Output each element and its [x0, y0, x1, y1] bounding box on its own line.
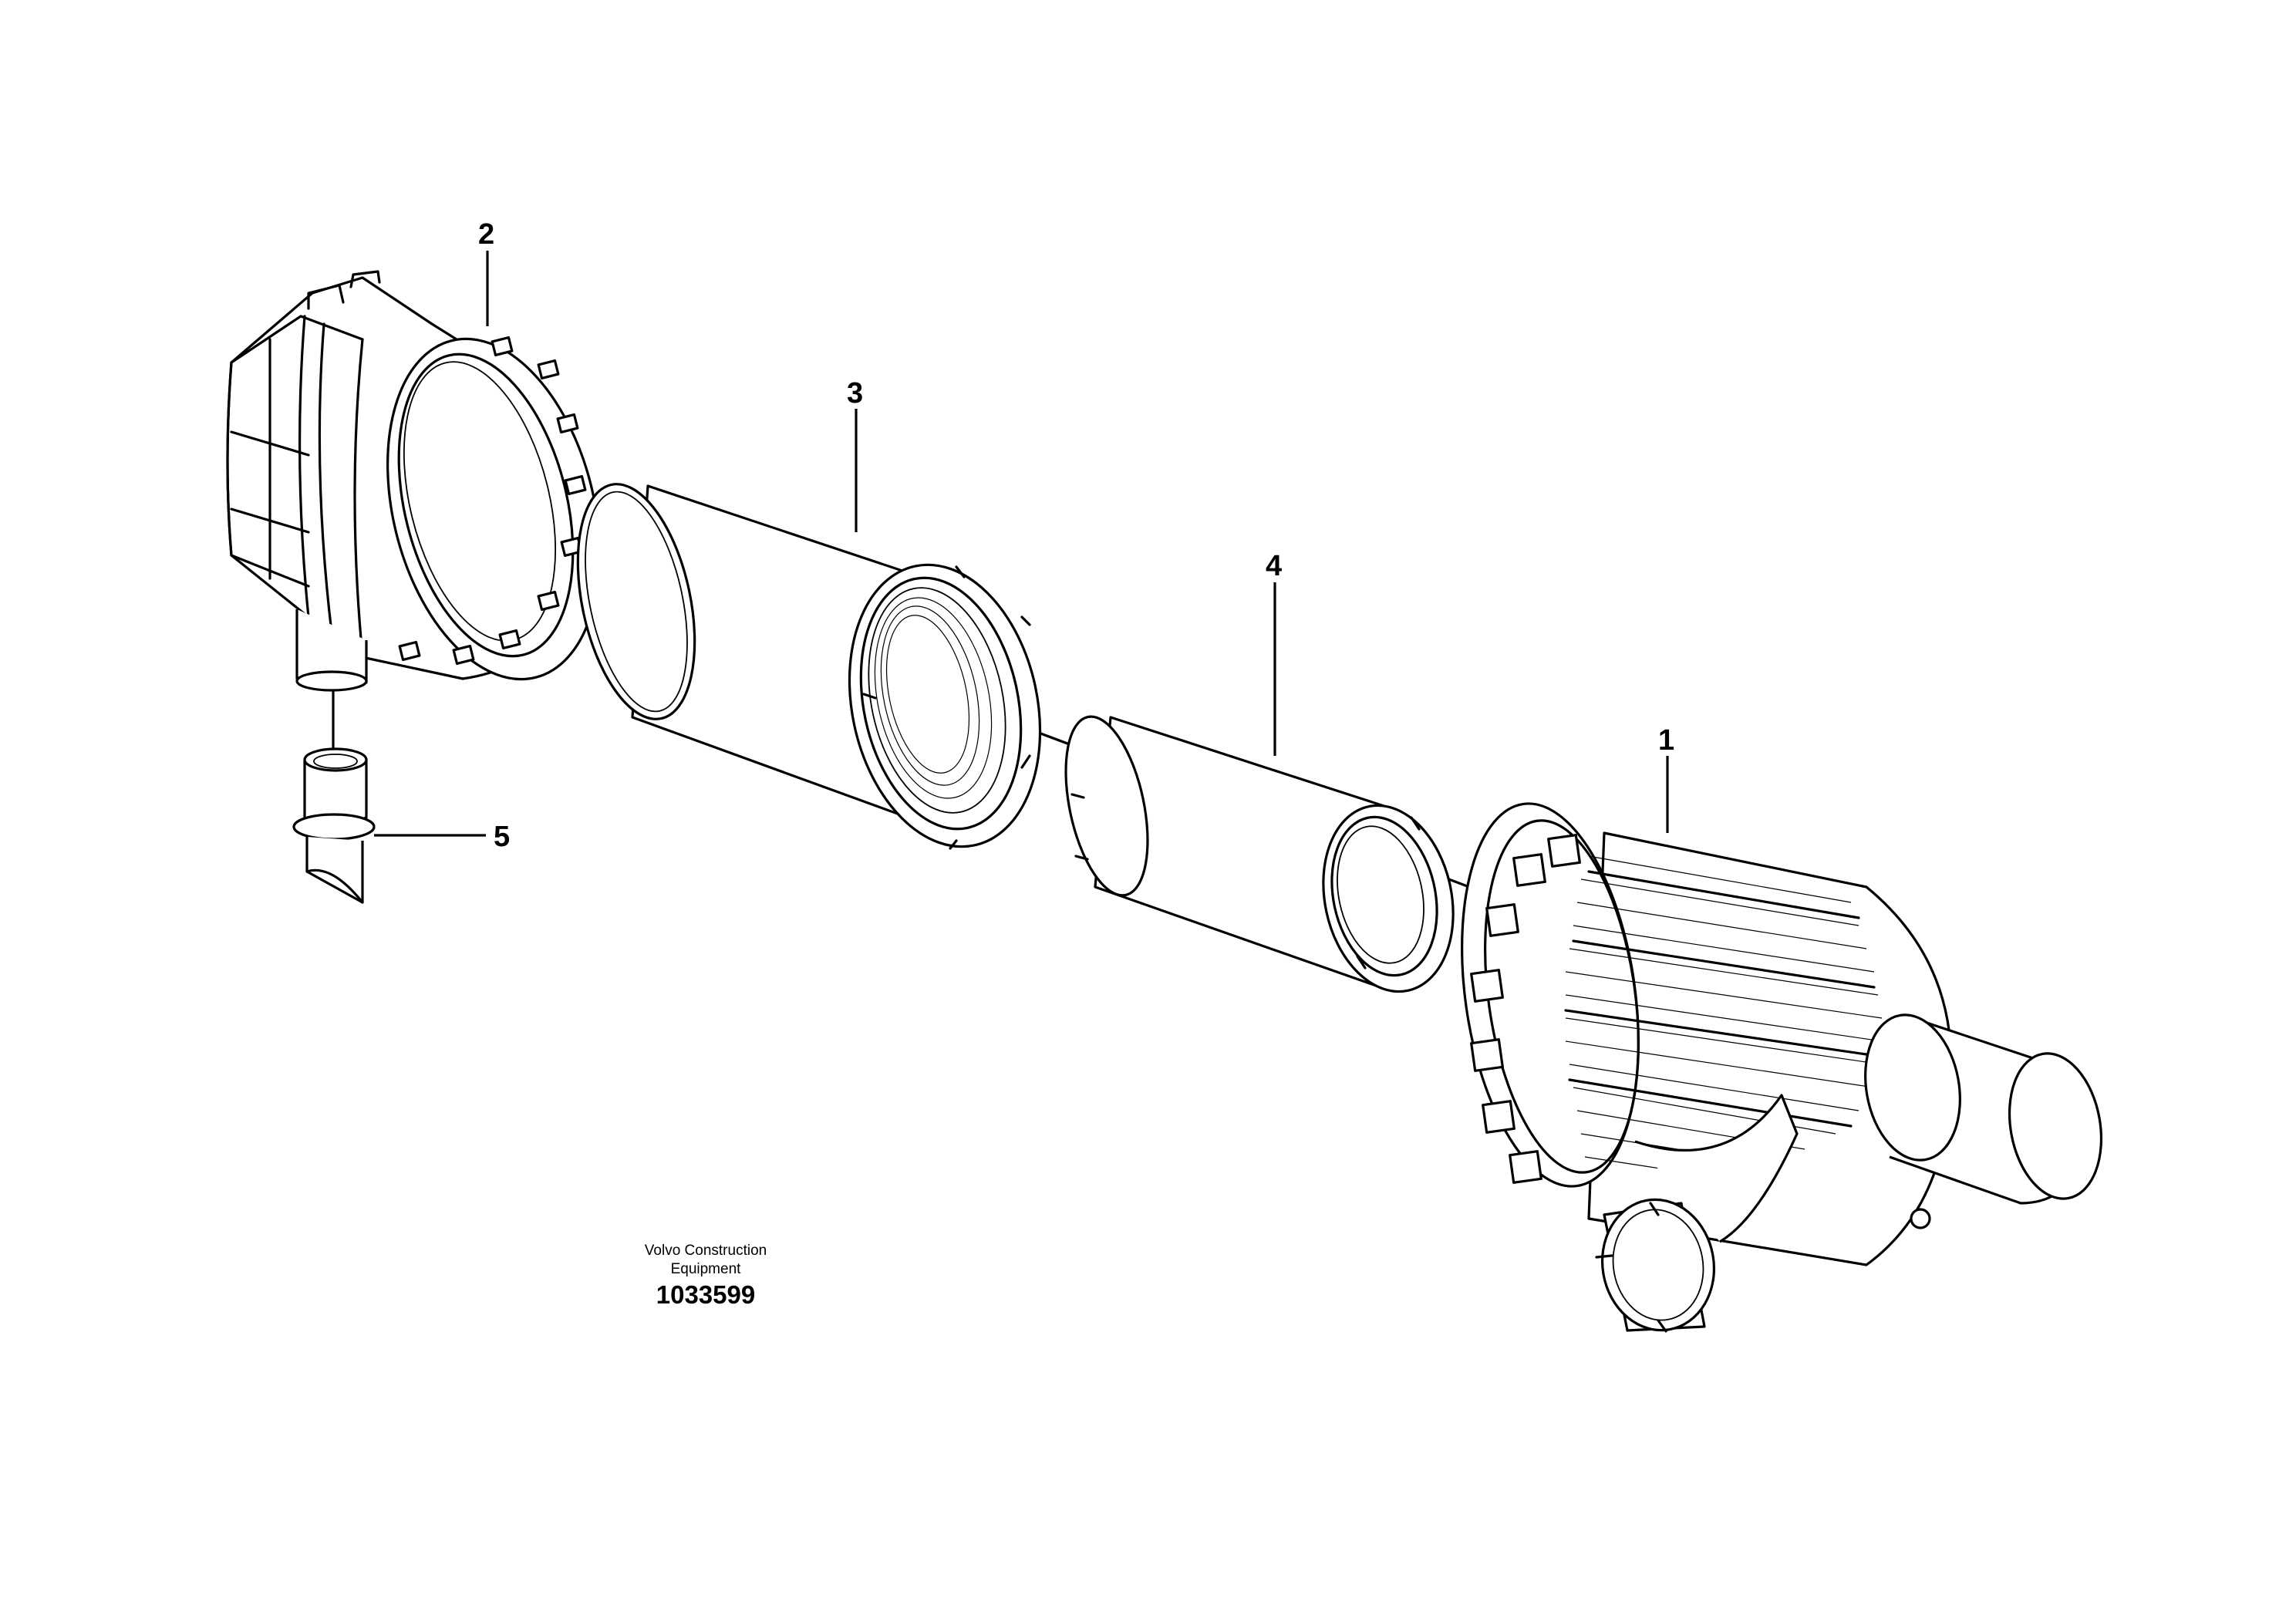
part-2-end-cover	[226, 270, 601, 692]
callout-4: 4	[1266, 550, 1282, 582]
part-4-safety-filter	[1064, 715, 1455, 993]
manufacturer-caption: Volvo Construction Equipment	[609, 1242, 802, 1279]
manufacturer-line-2: Equipment	[670, 1261, 741, 1277]
callout-leaders	[374, 251, 1669, 837]
part-1-air-cleaner-housing	[1461, 802, 2103, 1333]
drawing-number: 1033599	[656, 1280, 756, 1309]
callout-2: 2	[478, 218, 494, 251]
callout-3: 3	[847, 377, 863, 410]
part-5-drain-valve	[292, 747, 376, 904]
callout-1: 1	[1658, 724, 1674, 757]
callout-5: 5	[494, 821, 510, 853]
part-3-primary-filter	[576, 483, 1042, 850]
manufacturer-line-1: Volvo Construction	[644, 1243, 767, 1259]
